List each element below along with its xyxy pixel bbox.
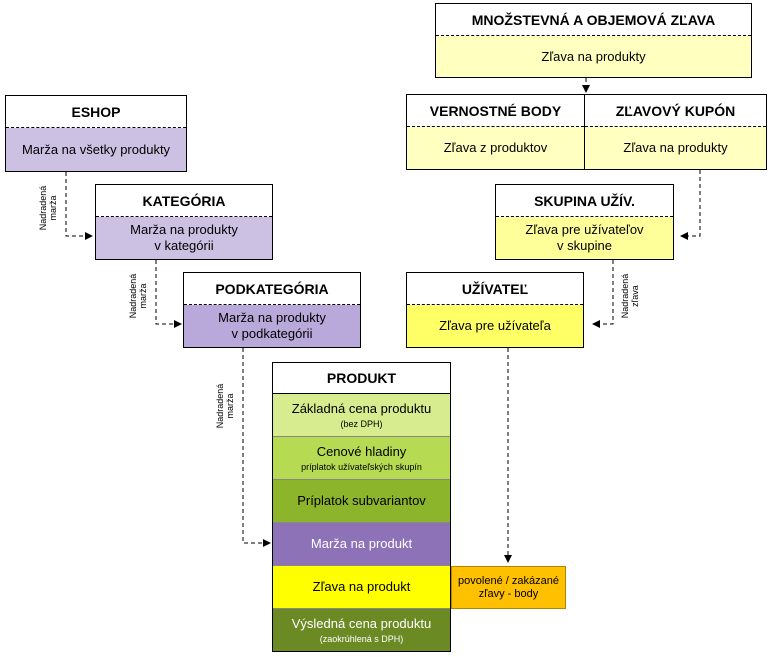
- vernostne-title: VERNOSTNÉ BODY: [407, 95, 584, 127]
- eshop-body: Marža na všetky produkty: [6, 128, 186, 171]
- kupon-box: ZĽAVOVÝ KUPÓN Zľava na produkty: [584, 94, 767, 170]
- produkt-box: PRODUKT Základná cena produktu (bez DPH)…: [272, 362, 451, 652]
- mnozstevna-title: MNOŽSTEVNÁ A OBJEMOVÁ ZĽAVA: [436, 4, 751, 36]
- produkt-row-zakladna-cena: Základná cena produktu (bez DPH): [273, 394, 450, 437]
- arrow-kategoria-podkategoria: [155, 260, 182, 328]
- produkt-title: PRODUKT: [273, 363, 450, 394]
- vernostne-body: Zľava z produktov: [407, 127, 584, 169]
- podkategoria-title: PODKATEGÓRIA: [184, 273, 360, 305]
- eshop-box: ESHOP Marža na všetky produkty: [5, 95, 187, 172]
- uzivatel-box: UŽÍVATEĽ Zľava pre užívateľa: [406, 272, 584, 348]
- produkt-row-zlava: Zľava na produkt: [273, 566, 450, 609]
- eshop-title: ESHOP: [6, 96, 186, 128]
- uzivatel-title: UŽÍVATEĽ: [407, 273, 583, 305]
- podkategoria-box: PODKATEGÓRIA Marža na produkty v podkate…: [183, 272, 361, 348]
- mnozstevna-box: MNOŽSTEVNÁ A OBJEMOVÁ ZĽAVA Zľava na pro…: [435, 3, 752, 78]
- produkt-row-vysledna-cena: Výsledná cena produktu (zaokrúhlená s DP…: [273, 609, 450, 651]
- produkt-row-cenove-hladiny: Cenové hladiny príplatok užívateľských s…: [273, 437, 450, 480]
- kupon-body: Zľava na produkty: [585, 127, 766, 169]
- arrow-podkategoria-marza: [242, 348, 271, 547]
- uzivatel-body: Zľava pre užívateľa: [407, 305, 583, 347]
- podkategoria-body: Marža na produkty v podkategórii: [184, 305, 360, 347]
- skupina-title: SKUPINA UŽÍV.: [496, 185, 673, 217]
- mnozstevna-body: Zľava na produkty: [436, 36, 751, 77]
- produkt-row-marza: Marža na produkt: [273, 523, 450, 566]
- produkt-row-priplatok-subvariantov: Príplatok subvariantov: [273, 480, 450, 523]
- vernostne-box: VERNOSTNÉ BODY Zľava z produktov: [406, 94, 585, 170]
- kupon-title: ZĽAVOVÝ KUPÓN: [585, 95, 766, 127]
- arrow-eshop-kategoria: [65, 172, 93, 240]
- arrow-kupon-skupina: [680, 170, 701, 240]
- kategoria-box: KATEGÓRIA Marža na produkty v kategórii: [95, 184, 273, 260]
- discount-points-note: povolené / zakázané zľavy - body: [451, 566, 566, 609]
- arrow-skupina-uzivatel: [592, 260, 614, 328]
- skupina-box: SKUPINA UŽÍV. Zľava pre užívateľov v sku…: [495, 184, 674, 260]
- kategoria-title: KATEGÓRIA: [96, 185, 272, 217]
- kategoria-body: Marža na produkty v kategórii: [96, 217, 272, 259]
- skupina-body: Zľava pre užívateľov v skupine: [496, 217, 673, 259]
